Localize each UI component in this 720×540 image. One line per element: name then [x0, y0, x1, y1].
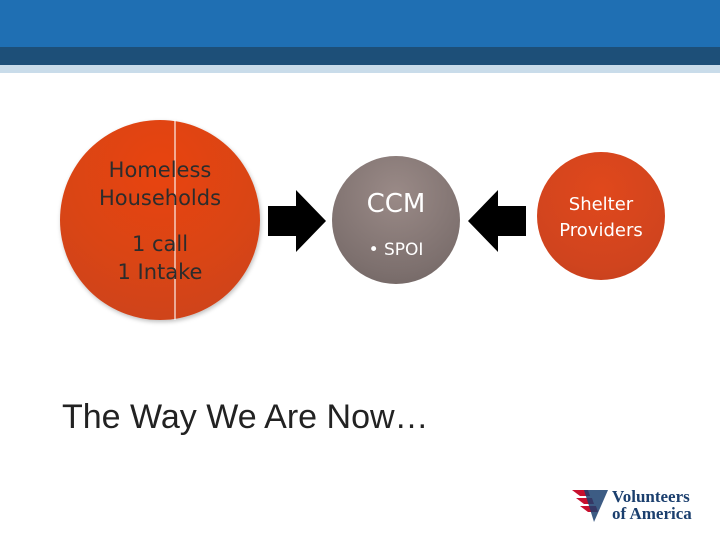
- circle-divider: [174, 120, 176, 320]
- ccm-title: CCM: [366, 189, 426, 219]
- header-band-dark: [0, 47, 720, 65]
- shelter-providers-label: Shelter Providers: [537, 192, 665, 244]
- ccm-circle: CCM • SPOI: [332, 156, 460, 284]
- label-line: Households: [98, 186, 222, 210]
- shelter-providers-circle: Shelter Providers: [537, 152, 665, 280]
- label-line: 1 call: [131, 232, 189, 256]
- label-line: Shelter: [568, 194, 634, 215]
- label-line: Providers: [559, 220, 643, 241]
- homeless-households-label: Homeless Households: [60, 156, 260, 212]
- logo-word-of-america: of America: [612, 504, 692, 523]
- header-band-light: [0, 65, 720, 73]
- spoi-bullet: • SPOI: [368, 240, 424, 260]
- label-line: 1 Intake: [117, 260, 203, 284]
- volunteers-of-america-logo: Volunteers of America: [570, 486, 700, 526]
- homeless-households-circle: Homeless Households 1 call 1 Intake: [60, 120, 260, 320]
- flag-chevron-icon: [572, 490, 608, 522]
- intake-label: 1 call 1 Intake: [60, 230, 260, 286]
- slide-caption: The Way We Are Now…: [62, 398, 429, 436]
- arrow-right-icon: [268, 190, 326, 252]
- label-line: Homeless: [108, 158, 212, 182]
- logo-word-volunteers: Volunteers: [612, 487, 690, 506]
- arrow-left-icon: [468, 190, 526, 252]
- header-band: [0, 0, 720, 47]
